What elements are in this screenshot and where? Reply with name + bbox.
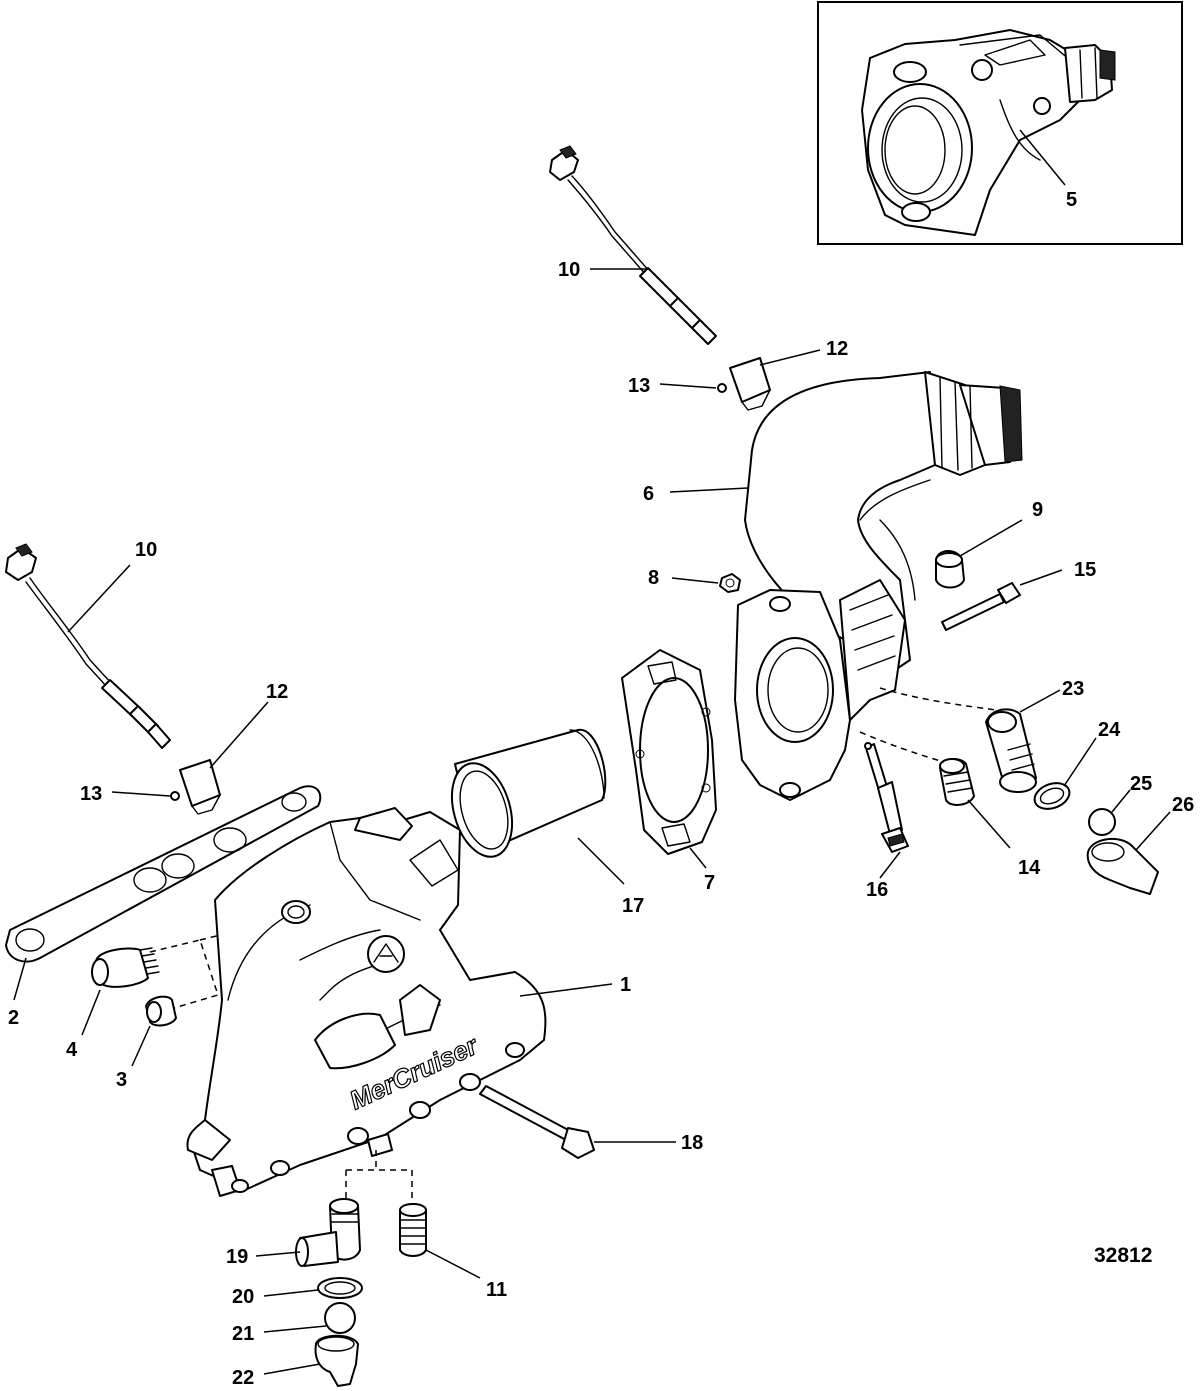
manifold-gasket — [5, 785, 322, 963]
callout-7: 7 — [704, 872, 715, 894]
elbow-nut — [719, 573, 741, 593]
callout-1: 1 — [620, 974, 631, 996]
callout-4: 4 — [66, 1039, 78, 1061]
callout-6: 6 — [643, 483, 654, 505]
o-ring-upper — [1033, 782, 1071, 810]
callout-10-lower: 10 — [135, 539, 157, 561]
elbow-fitting — [939, 758, 975, 806]
callout-25: 25 — [1130, 773, 1152, 795]
callout-3: 3 — [116, 1069, 127, 1091]
pipe-plug — [145, 995, 177, 1027]
sensor-clamp-lower — [170, 759, 221, 815]
callout-18: 18 — [681, 1132, 703, 1154]
elbow-riser-detail — [861, 29, 1116, 236]
oxygen-sensor-lower — [5, 543, 171, 749]
exhaust-liner-sleeve — [451, 728, 607, 858]
drain-elbow-fitting — [985, 708, 1037, 793]
callout-20: 20 — [232, 1286, 254, 1308]
callout-24: 24 — [1098, 719, 1121, 741]
callout-13-upper: 13 — [628, 375, 650, 397]
check-ball-lower — [324, 1302, 356, 1334]
check-ball-upper — [1088, 808, 1116, 836]
callout-9: 9 — [1032, 499, 1043, 521]
hose-fitting — [91, 947, 160, 988]
pipe-plug-lower — [399, 1203, 427, 1257]
tee-fitting — [295, 1198, 361, 1267]
callout-22: 22 — [232, 1367, 254, 1389]
callout-19: 19 — [226, 1246, 248, 1268]
manifold-bolt — [479, 1085, 595, 1159]
elbow-gasket — [621, 649, 717, 855]
callout-23: 23 — [1062, 678, 1084, 700]
callout-14: 14 — [1018, 857, 1041, 879]
elbow-flange-housing — [734, 579, 906, 801]
callout-15: 15 — [1074, 559, 1096, 581]
callout-11: 11 — [486, 1279, 507, 1301]
callout-2: 2 — [8, 1007, 19, 1029]
callout-5: 5 — [1066, 189, 1077, 211]
callout-10-upper: 10 — [558, 259, 580, 281]
cap-plug — [935, 550, 965, 589]
flange-bolt — [941, 582, 1021, 631]
callout-12-upper: 12 — [826, 338, 848, 360]
sensor-clamp-upper — [717, 357, 771, 411]
callout-26: 26 — [1172, 794, 1194, 816]
o-ring-lower — [317, 1277, 363, 1299]
callout-12-lower: 12 — [266, 681, 288, 703]
callout-8: 8 — [648, 567, 659, 589]
callout-17: 17 — [622, 895, 644, 917]
oxygen-sensor-upper — [549, 145, 717, 345]
exhaust-manifold: MerCruiser — [186, 807, 547, 1197]
figure-number: 32812 — [1094, 1244, 1152, 1267]
callout-16: 16 — [866, 879, 888, 901]
callout-13-lower: 13 — [80, 783, 102, 805]
inset-panel: 5 — [817, 1, 1183, 245]
drain-cap-upper — [1086, 837, 1159, 895]
callout-21: 21 — [232, 1323, 254, 1345]
drain-cap-lower — [314, 1334, 359, 1387]
temperature-sensor — [864, 742, 909, 853]
